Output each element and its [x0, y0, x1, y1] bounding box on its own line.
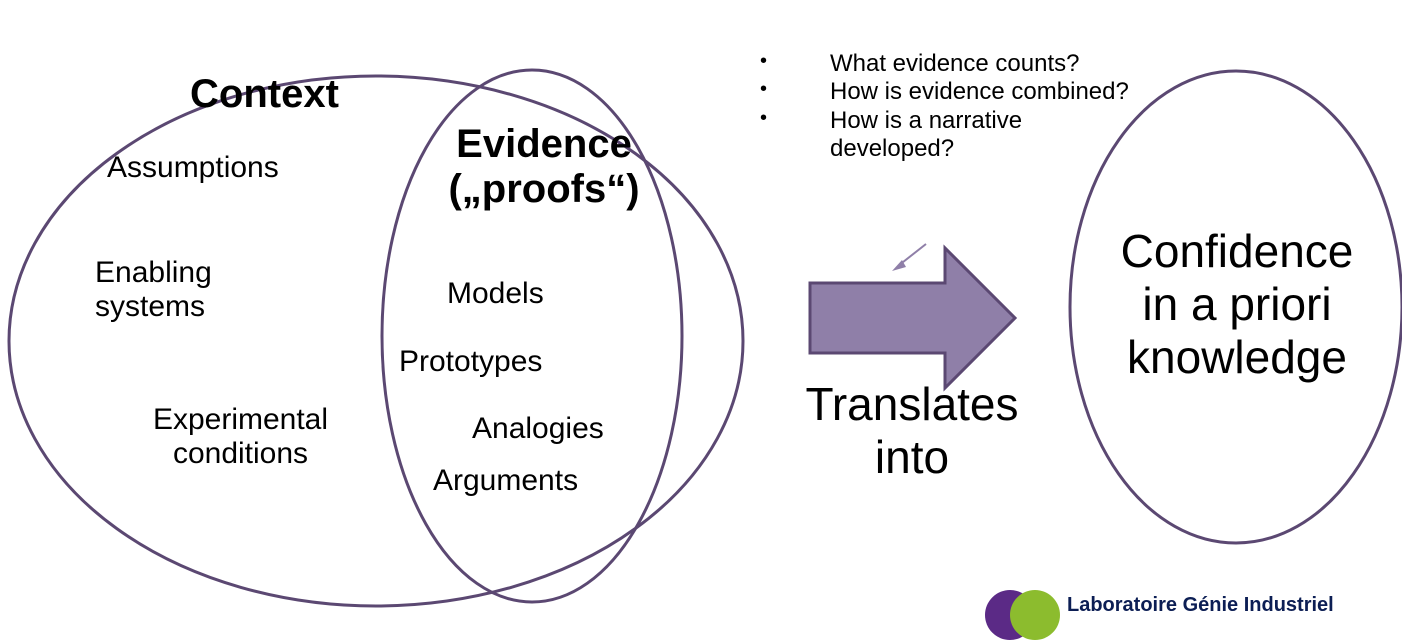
- context-item-assumptions: Assumptions: [107, 151, 279, 184]
- evidence-item-prototypes: Prototypes: [399, 345, 543, 378]
- context-title: Context: [190, 72, 339, 116]
- logo-disc-green: [1010, 590, 1060, 640]
- evidence-title-line1: Evidence: [456, 122, 632, 166]
- confidence-ellipse: [1068, 69, 1402, 545]
- context-ellipse: [7, 74, 745, 608]
- lab-logo: Laboratoire Génie Industriel: [985, 590, 1402, 640]
- question-item: How is evidence combined?: [760, 78, 1140, 106]
- evidence-item-arguments: Arguments: [433, 464, 579, 497]
- question-item: What evidence counts?: [760, 50, 1140, 78]
- logo-text: Laboratoire Génie Industriel: [1067, 594, 1334, 616]
- evidence-title: Evidence („proofs“): [420, 122, 668, 212]
- pointer-arrowhead: [892, 260, 906, 271]
- evidence-ellipse: [380, 68, 684, 604]
- diagram-canvas: [7, 68, 1402, 608]
- evidence-item-analogies: Analogies: [472, 412, 604, 445]
- evidence-title-line2: („proofs“): [448, 166, 640, 211]
- context-item-enabling-systems: Enabling systems: [95, 256, 212, 323]
- context-item-experimental-conditions: Experimental conditions: [152, 403, 329, 470]
- question-item: How is a narrative developed?: [760, 107, 1140, 164]
- question-list: What evidence counts? How is evidence co…: [760, 50, 1140, 163]
- translates-arrow: [808, 244, 1018, 392]
- evidence-item-models: Models: [447, 277, 544, 310]
- outcome-label: Confidence in a priori knowledge: [1120, 225, 1354, 383]
- arrow-label: Translates into: [805, 378, 1019, 483]
